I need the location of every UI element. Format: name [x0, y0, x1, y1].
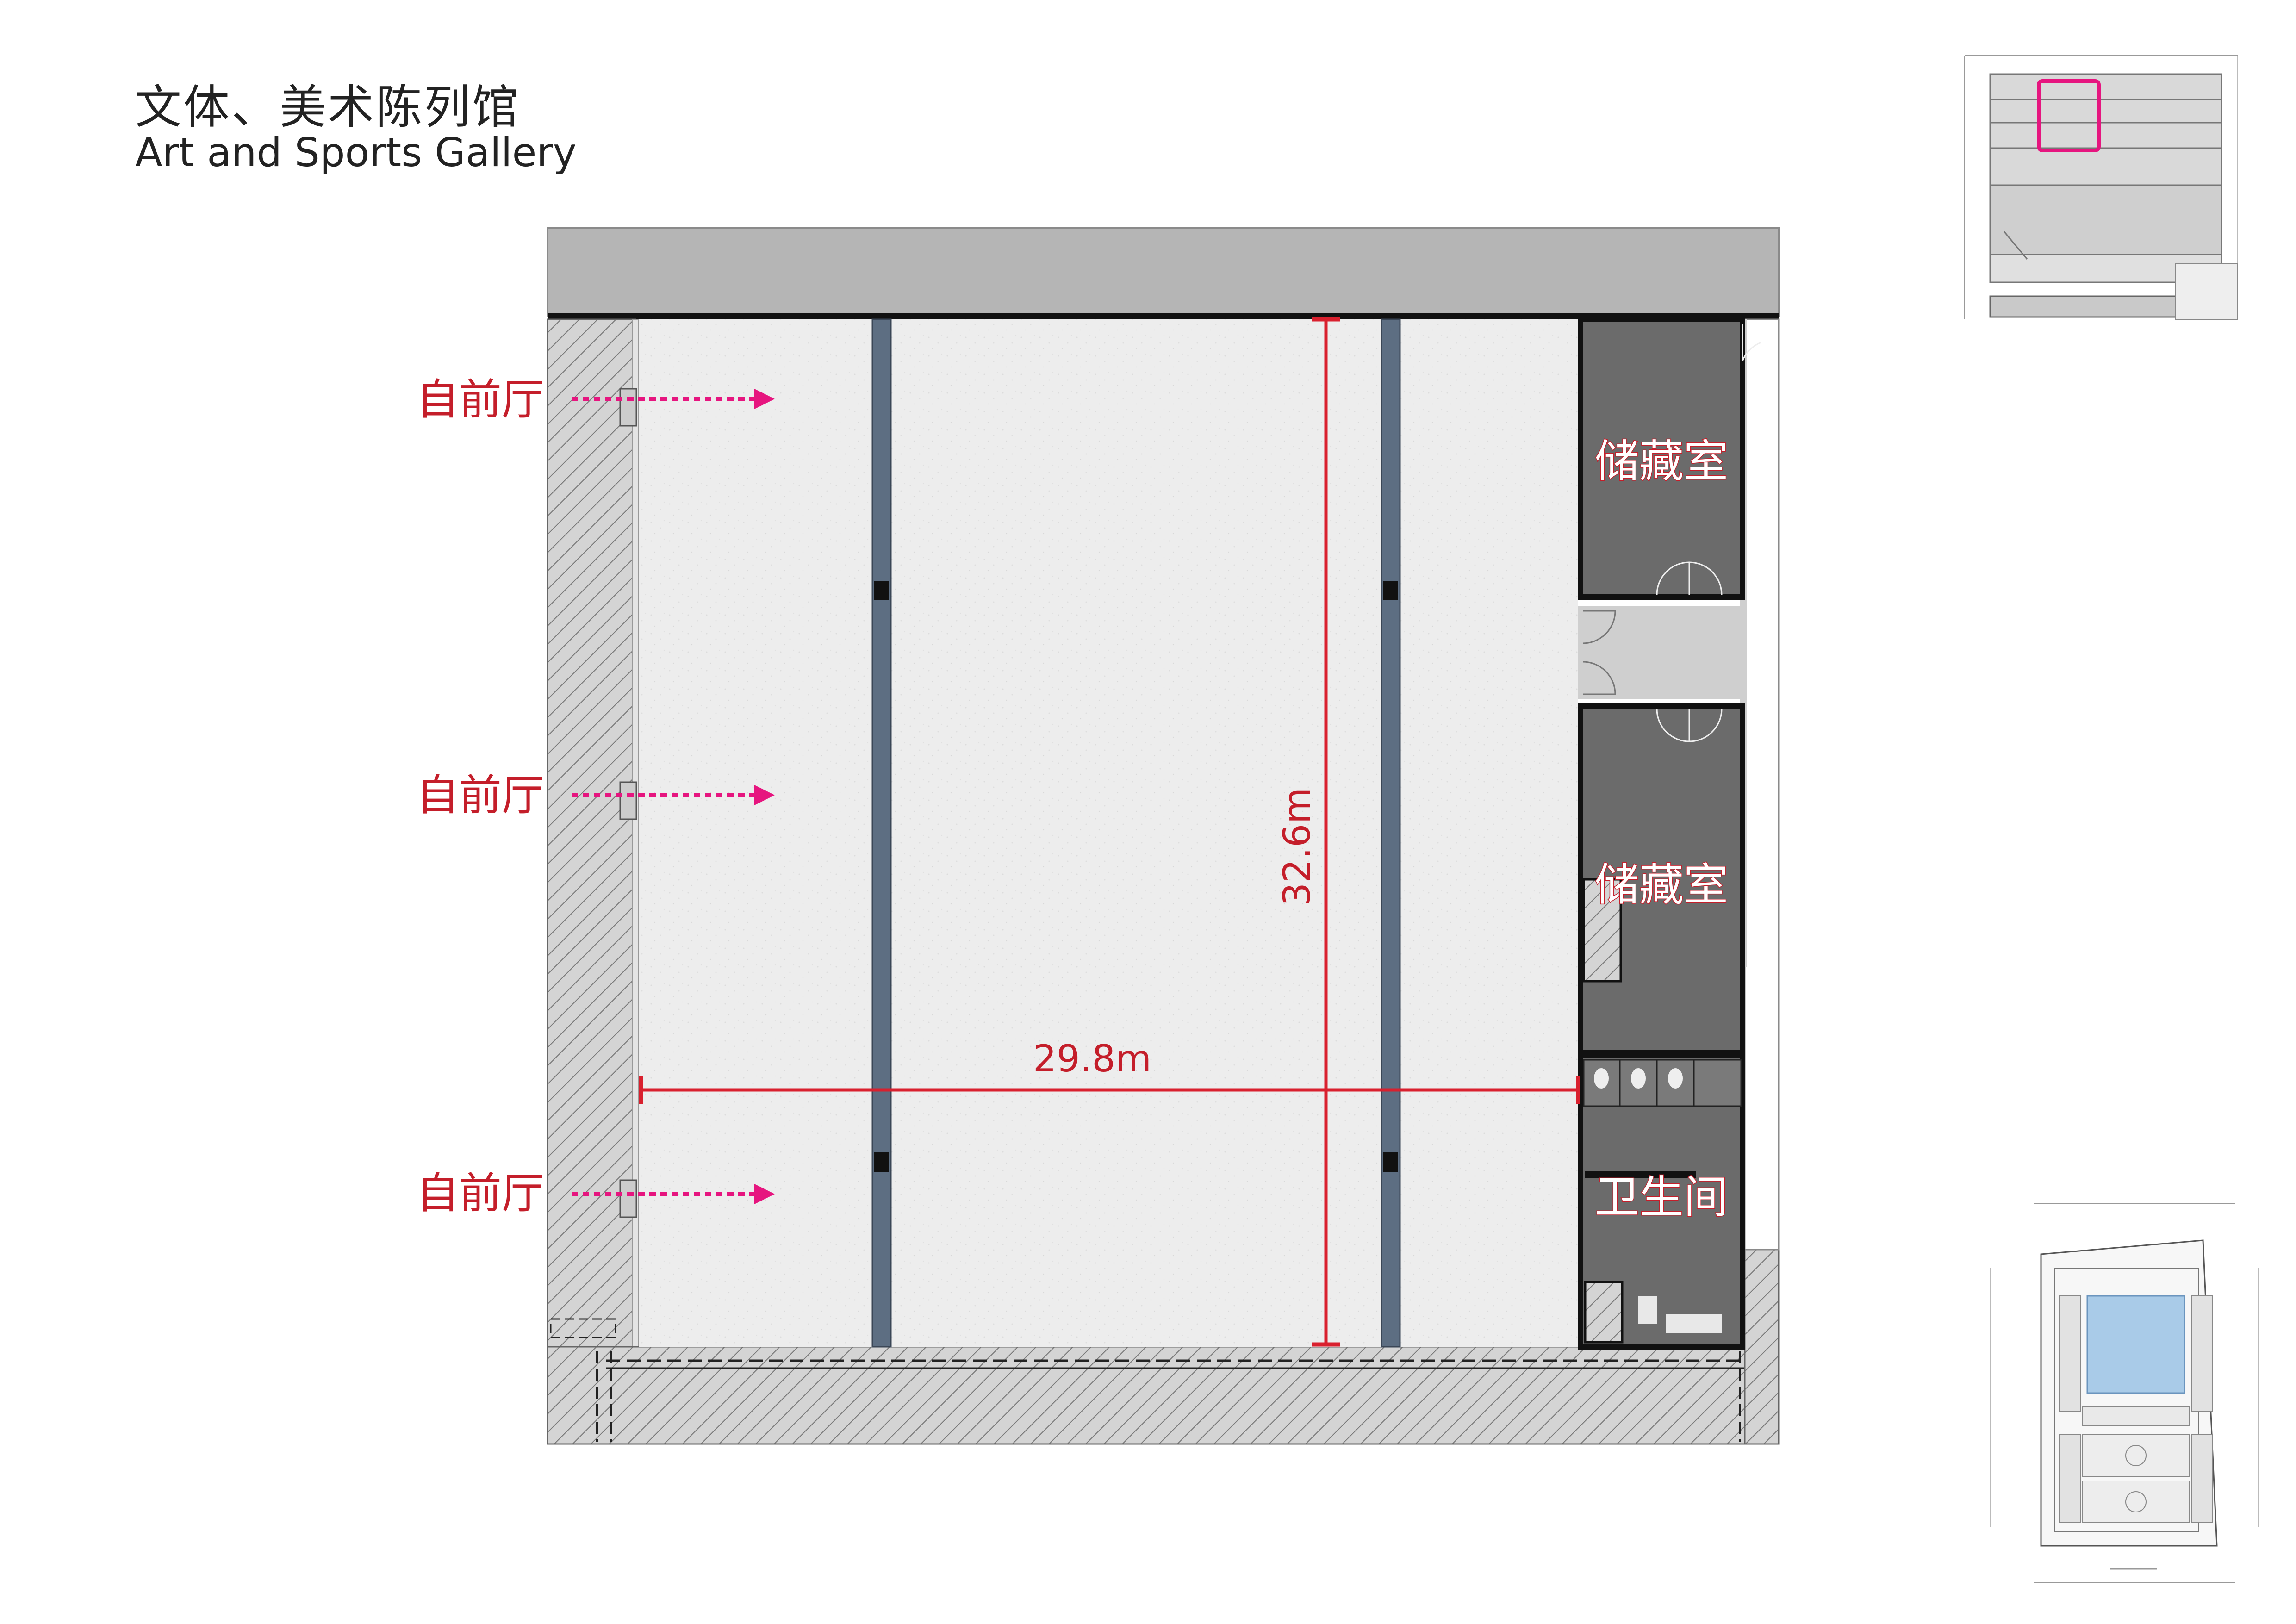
- entry-label-2: 自前厅: [417, 771, 544, 820]
- floor-plan: [547, 227, 1780, 1445]
- page-title-english: Art and Sports Gallery: [135, 130, 577, 176]
- column-line-left: [871, 318, 892, 1348]
- key-plan-court: [2086, 1295, 2185, 1394]
- storage-room-label-2: 储藏室: [1595, 859, 1728, 911]
- width-dimension-label: 29.8m: [1033, 1037, 1151, 1080]
- column-line-right: [1381, 318, 1401, 1348]
- key-plan-highlight: [2037, 79, 2101, 152]
- floor-key-plan: [1990, 1203, 2259, 1583]
- right-exterior-wall: [1744, 318, 1780, 1251]
- storage-room-label-1: 储藏室: [1595, 436, 1728, 487]
- depth-dimension-label: 32.6m: [1276, 788, 1319, 906]
- toilet-label: 卫生间: [1595, 1171, 1728, 1223]
- page-title-chinese: 文体、美术陈列馆: [135, 80, 520, 134]
- service-corridor: [1578, 606, 1745, 699]
- section-key-plan: [1964, 55, 2238, 320]
- entry-label-1: 自前厅: [417, 375, 544, 424]
- bottom-hatched-wall: [547, 1346, 1780, 1445]
- left-hatched-wall: [547, 318, 636, 1445]
- entry-annotations: 自前厅 自前厅 自前厅: [417, 375, 775, 1218]
- entry-label-3: 自前厅: [417, 1169, 544, 1218]
- dimension-annotations: 29.8m 32.6m: [639, 317, 1580, 1347]
- storage-room-1: [1578, 317, 1745, 600]
- right-hatched-wall: [1744, 1249, 1780, 1445]
- gallery-floor: [639, 319, 1578, 1347]
- top-wall-band: [547, 227, 1780, 317]
- top-wall-edge: [548, 313, 1779, 319]
